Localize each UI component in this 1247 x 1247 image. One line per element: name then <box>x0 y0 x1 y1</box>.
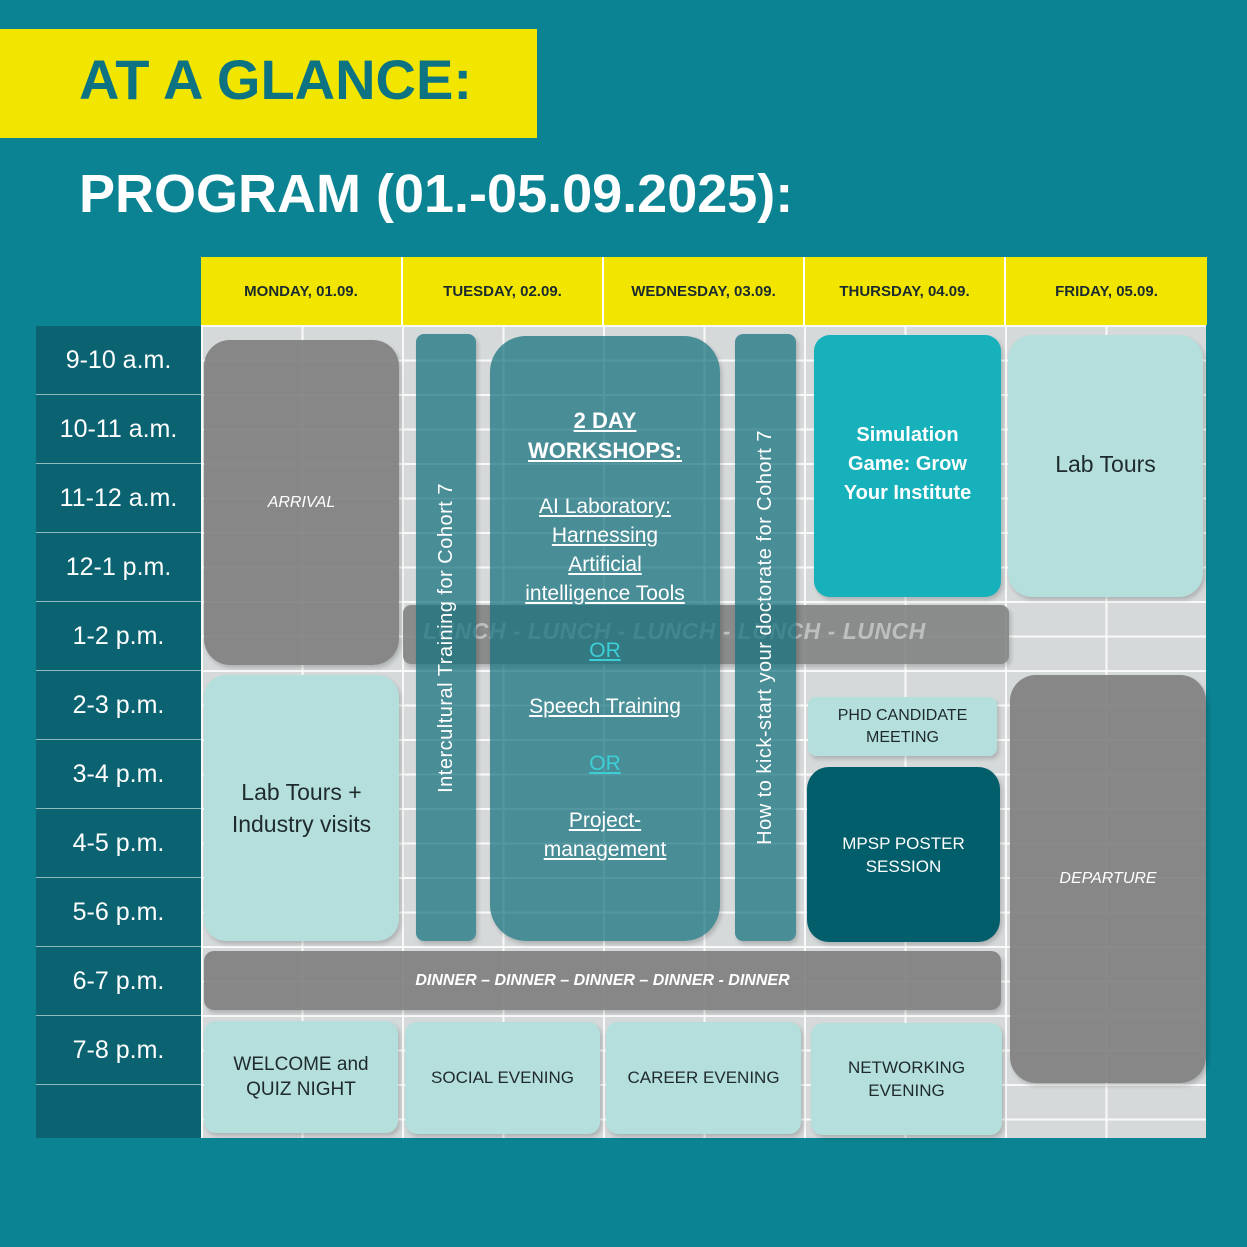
event-simulation-game: Simulation Game: Grow Your Institute <box>814 335 1001 597</box>
title-banner <box>0 29 537 138</box>
time-slot: 10-11 a.m. <box>36 395 201 464</box>
event-lab-tours-industry-label: Lab Tours + Industry visits <box>231 779 372 837</box>
event-dinner: DINNER – DINNER – DINNER – DINNER - DINN… <box>204 951 1001 1010</box>
event-poster-session: MPSP POSTER SESSION <box>807 767 1000 942</box>
event-kickstart-doctorate: How to kick-start your doctorate for Coh… <box>735 334 796 941</box>
event-social-evening: SOCIAL EVENING <box>405 1022 600 1134</box>
event-networking-evening-label: NETWORKING EVENING <box>847 1058 966 1100</box>
event-phd-candidate-meeting-label: PHD CANDIDATE MEETING <box>837 706 968 746</box>
program-subtitle: PROGRAM (01.-05.09.2025): <box>79 164 794 224</box>
day-header-tuesday: TUESDAY, 02.09. <box>403 257 604 325</box>
event-departure: DEPARTURE <box>1010 675 1206 1083</box>
workshops-or-separator: OR <box>589 639 621 662</box>
event-arrival: ARRIVAL <box>204 340 399 665</box>
workshop-ai-laboratory: AI Laboratory: Harnessing Artificial int… <box>525 495 685 605</box>
time-slot: 2-3 p.m. <box>36 671 201 740</box>
time-slot: 6-7 p.m. <box>36 947 201 1016</box>
day-header-thursday: THURSDAY, 04.09. <box>805 257 1006 325</box>
event-intercultural-training-label: Intercultural Training for Cohort 7 <box>434 482 457 793</box>
event-social-evening-label: SOCIAL EVENING <box>431 1068 574 1087</box>
event-welcome-quiz-night-label: WELCOME and QUIZ NIGHT <box>233 1054 369 1100</box>
time-slot: 4-5 p.m. <box>36 809 201 878</box>
page-title: AT A GLANCE: <box>79 48 472 111</box>
event-arrival-label: ARRIVAL <box>267 493 336 511</box>
workshop-project-management: Project-management <box>543 809 667 861</box>
event-dinner-label: DINNER – DINNER – DINNER – DINNER - DINN… <box>415 971 790 989</box>
event-kickstart-doctorate-label: How to kick-start your doctorate for Coh… <box>754 430 776 845</box>
event-lab-tours-label: Lab Tours <box>1055 451 1156 477</box>
time-slot: 5-6 p.m. <box>36 878 201 947</box>
event-phd-candidate-meeting: PHD CANDIDATE MEETING <box>808 697 997 756</box>
time-slot: 7-8 p.m. <box>36 1016 201 1085</box>
workshops-or-separator: OR <box>589 752 621 775</box>
workshops-title: 2 DAY WORKSHOPS: <box>528 408 682 463</box>
day-header-friday: FRIDAY, 05.09. <box>1006 257 1207 325</box>
day-header-monday: MONDAY, 01.09. <box>201 257 403 325</box>
time-column <box>36 326 201 1138</box>
event-networking-evening: NETWORKING EVENING <box>811 1023 1002 1135</box>
event-welcome-quiz-night: WELCOME and QUIZ NIGHT <box>204 1021 398 1133</box>
event-workshops: 2 DAY WORKSHOPS: AI Laboratory: Harnessi… <box>490 336 720 941</box>
time-slot: 3-4 p.m. <box>36 740 201 809</box>
event-poster-session-label: MPSP POSTER SESSION <box>842 833 965 876</box>
time-slot: 9-10 a.m. <box>36 326 201 395</box>
day-header-wednesday: WEDNESDAY, 03.09. <box>604 257 805 325</box>
workshop-speech-training: Speech Training <box>529 695 681 718</box>
event-career-evening-label: CAREER EVENING <box>627 1068 780 1087</box>
event-intercultural-training: Intercultural Training for Cohort 7 <box>416 334 476 941</box>
time-slot: 12-1 p.m. <box>36 533 201 602</box>
event-career-evening: CAREER EVENING <box>606 1022 801 1134</box>
event-lab-tours-industry: Lab Tours + Industry visits <box>204 675 399 941</box>
event-departure-label: DEPARTURE <box>1059 870 1157 887</box>
time-slot: 11-12 a.m. <box>36 464 201 533</box>
event-lab-tours: Lab Tours <box>1008 335 1203 597</box>
time-slot: 1-2 p.m. <box>36 602 201 671</box>
event-simulation-game-label: Simulation Game: Grow Your Institute <box>843 424 972 504</box>
